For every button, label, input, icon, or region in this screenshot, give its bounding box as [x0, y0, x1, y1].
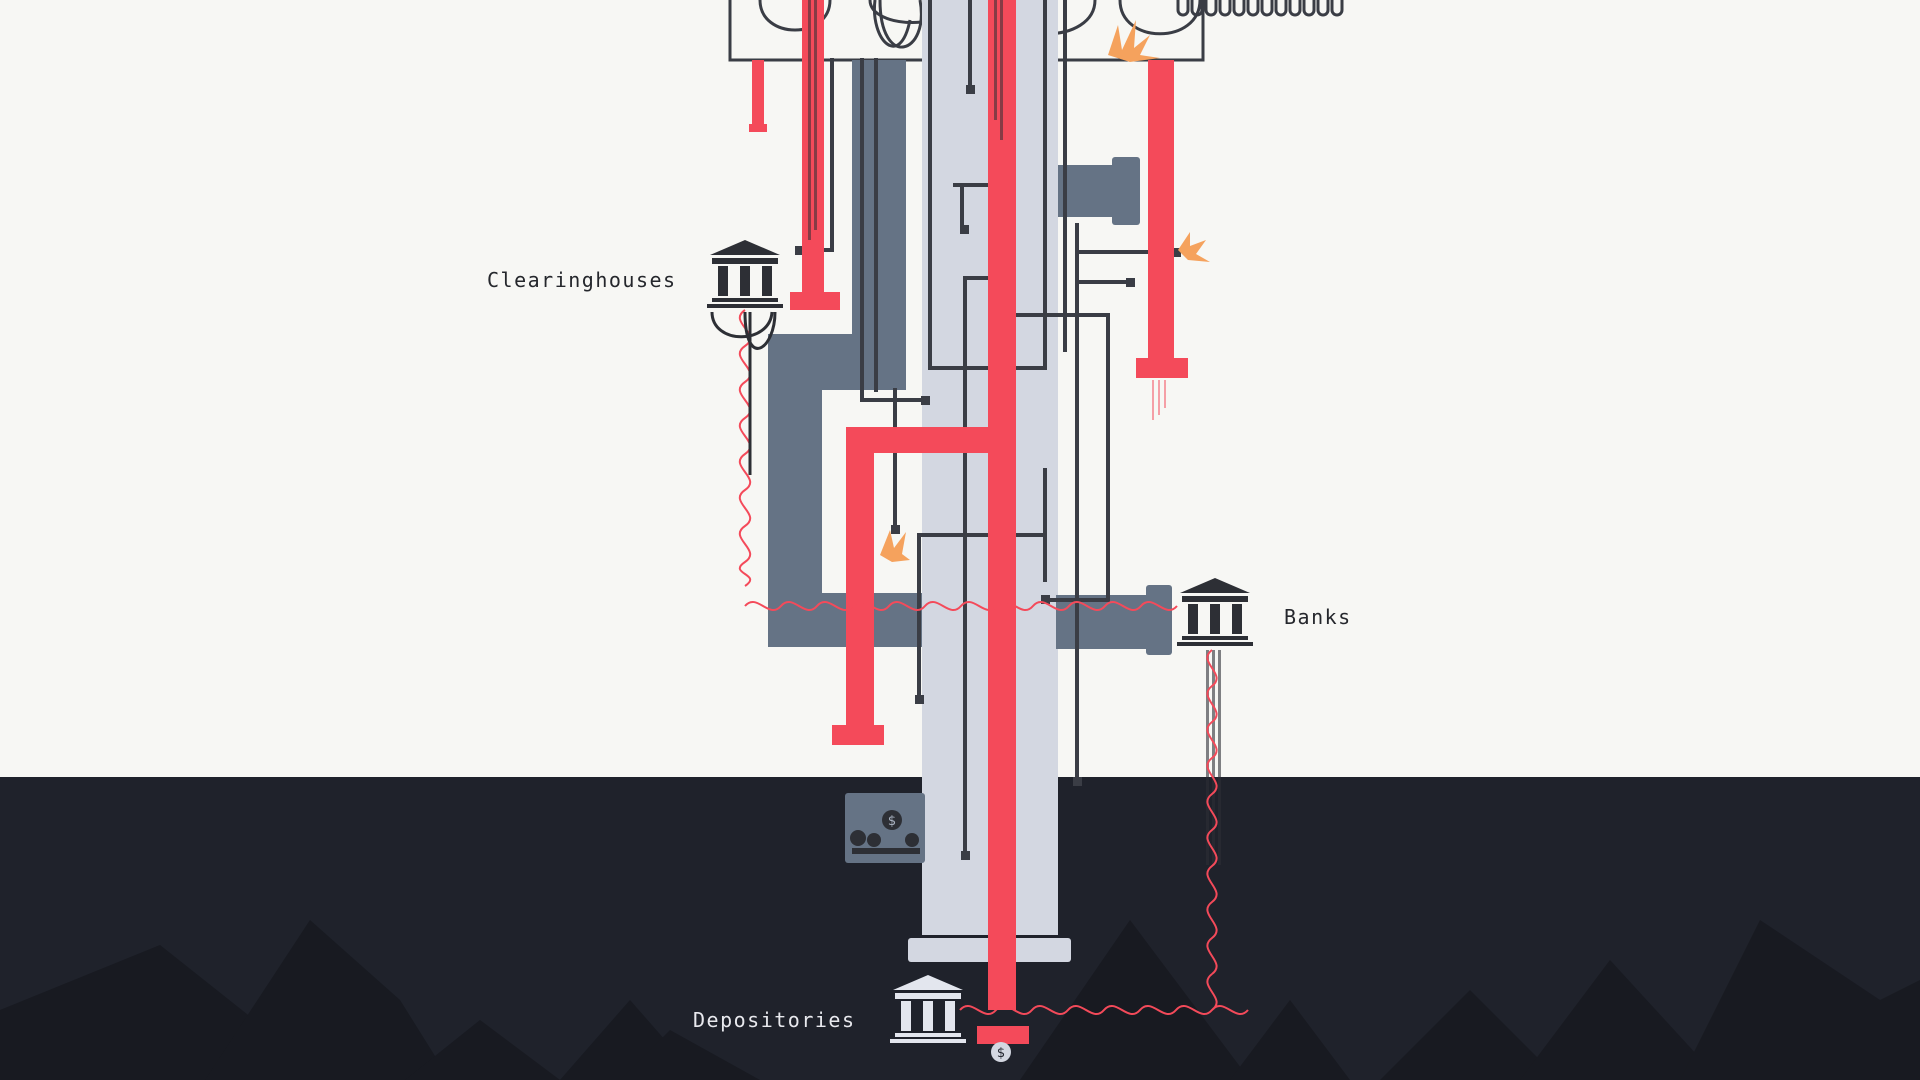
pink-drips [1152, 380, 1166, 420]
wire-caps [795, 85, 1181, 860]
dollar-coin-icon: $ [991, 1042, 1011, 1062]
svg-text:$: $ [997, 1046, 1005, 1061]
clearinghouses-bank-icon [707, 240, 783, 308]
svg-text:$: $ [888, 814, 896, 829]
signal-lines [738, 309, 1249, 1016]
spark-icons [880, 20, 1210, 562]
red-pipes [749, 0, 1188, 1044]
clearinghouses-label: Clearinghouses [487, 268, 677, 292]
depositories-label: Depositories [693, 1008, 856, 1032]
clearinghouses-cables [710, 311, 777, 475]
mountains [0, 920, 1920, 1080]
coin-icons: $ [850, 810, 920, 854]
top-machinery [728, 0, 1344, 62]
banks-label: Banks [1284, 605, 1352, 629]
depositories-bank-icon [890, 975, 966, 1043]
banks-bank-icon [1177, 578, 1253, 646]
